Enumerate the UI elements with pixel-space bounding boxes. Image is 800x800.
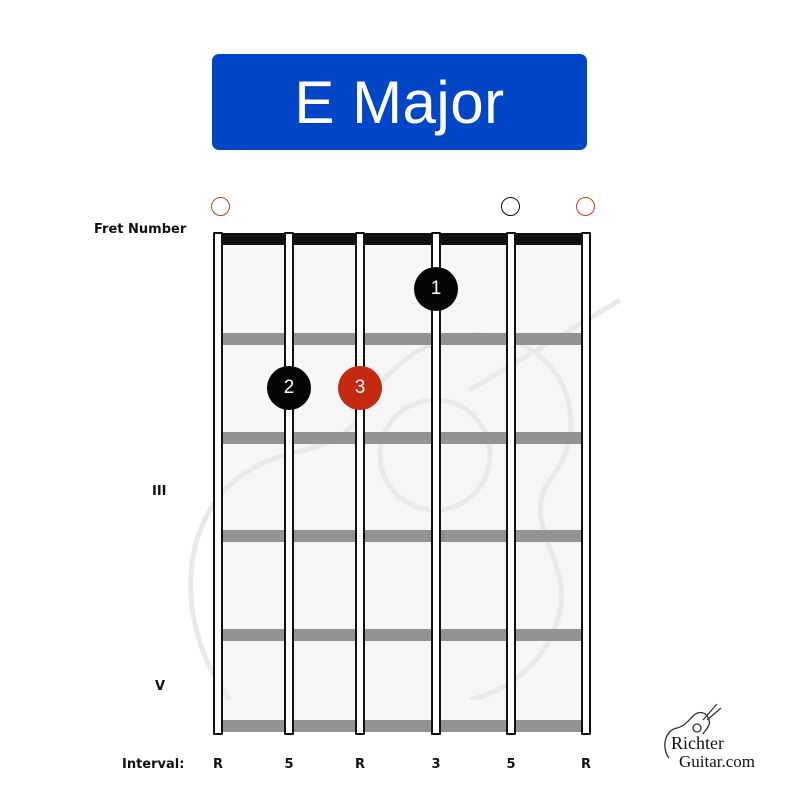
- nut: [213, 233, 588, 245]
- fret-2: [219, 432, 587, 444]
- string-2: [506, 232, 516, 735]
- interval-string-3: 3: [431, 757, 441, 772]
- fret-number-label: Fret Number: [94, 222, 187, 237]
- interval-string-6: R: [212, 757, 223, 772]
- richter-guitar-logo: Richter Guitar.com: [655, 690, 785, 780]
- logo-text-line2: Guitar.com: [679, 752, 756, 771]
- fret-1: [219, 333, 587, 345]
- chord-title-banner: E Major: [212, 54, 587, 150]
- finger-dot-3-root: 3: [338, 366, 382, 410]
- finger-dot-1: 1: [414, 267, 458, 311]
- fret-3: [219, 530, 587, 542]
- string-6: [213, 232, 223, 735]
- interval-string-5: 5: [284, 757, 294, 772]
- string-1: [581, 232, 591, 735]
- string-5: [284, 232, 294, 735]
- chord-title: E Major: [294, 68, 505, 136]
- interval-string-4: R: [354, 757, 365, 772]
- finger-number: 1: [430, 278, 442, 299]
- finger-number: 2: [283, 377, 295, 398]
- fret-marker-v: V: [155, 679, 166, 694]
- string-3: [431, 232, 441, 735]
- interval-label: Interval:: [122, 757, 185, 772]
- fret-marker-iii: III: [152, 484, 167, 499]
- open-string-1-root-icon: [576, 197, 595, 216]
- fret-4: [219, 629, 587, 641]
- interval-string-2: 5: [506, 757, 516, 772]
- interval-string-1: R: [580, 757, 591, 772]
- logo-text-line1: Richter: [671, 733, 724, 753]
- open-string-2-icon: [501, 197, 520, 216]
- guitar-logo-icon: [664, 703, 722, 759]
- string-4: [355, 232, 365, 735]
- open-string-6-root-icon: [211, 197, 230, 216]
- finger-number: 3: [354, 377, 366, 398]
- fret-5: [219, 720, 587, 732]
- fretboard: [219, 233, 587, 732]
- finger-dot-2: 2: [267, 366, 311, 410]
